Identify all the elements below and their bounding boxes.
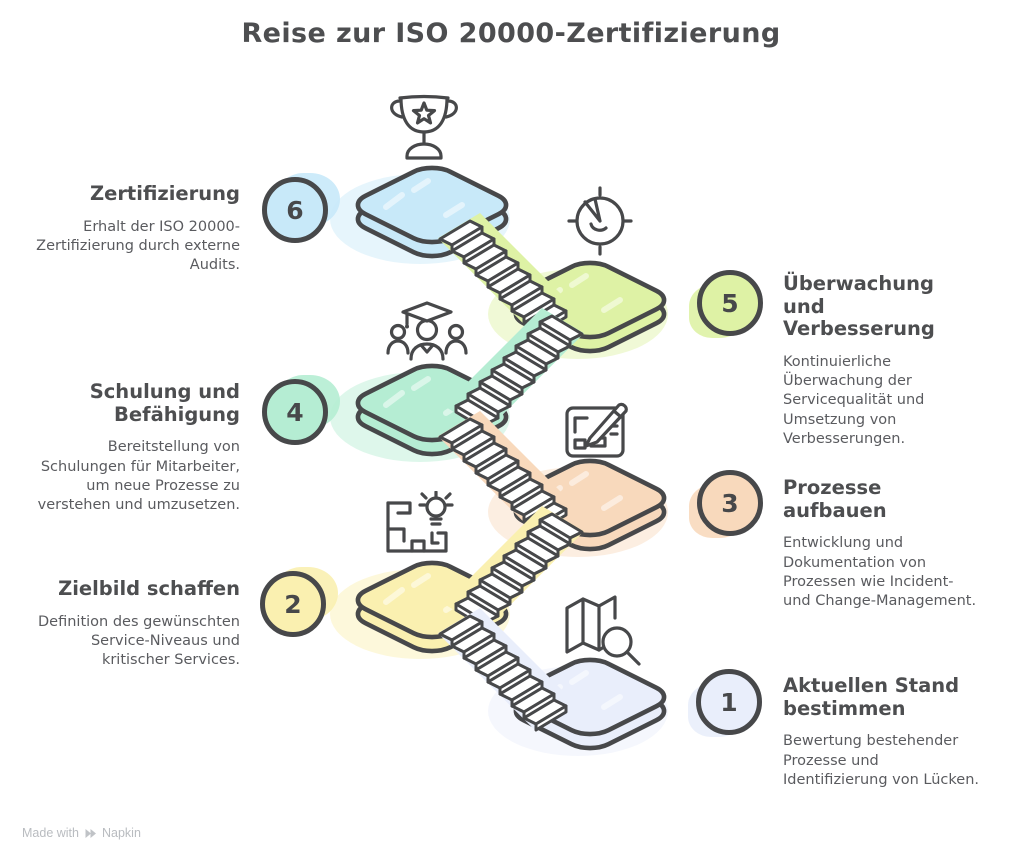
step-circle-1: 1: [696, 669, 762, 735]
napkin-logo-icon: [85, 828, 96, 838]
step-circle-5: 5: [697, 270, 763, 336]
step-title-5: Überwachung und Verbesserung: [783, 272, 935, 341]
graduation-people-icon: [385, 299, 469, 367]
step-circle-6: 6: [262, 177, 328, 243]
watermark-brand: Napkin: [101, 826, 141, 840]
step-title-3: Prozesse aufbauen: [783, 476, 887, 522]
step-circle-2: 2: [260, 571, 326, 637]
step-section-2: Zielbild schaffen Definition des gewünsc…: [35, 577, 240, 670]
step-title-4: Schulung und Befähigung: [89, 380, 240, 426]
step-section-1: Aktuellen Stand bestimmen Bewertung best…: [783, 674, 983, 790]
step-number-3: 3: [721, 488, 739, 518]
trophy-icon: [377, 92, 471, 168]
step-description-3: Entwicklung und Dokumentation von Prozes…: [783, 535, 977, 610]
step-section-6: Zertifizierung Erhalt der ISO 20000-Zert…: [35, 182, 240, 275]
step-description-6: Erhalt der ISO 20000-Zertifizierung durc…: [36, 218, 240, 274]
map-search-icon: [561, 590, 641, 674]
gauge-icon: [559, 184, 641, 262]
step-circle-4: 4: [262, 379, 328, 445]
step-description-5: Kontinuierliche Überwachung der Serviceq…: [783, 353, 925, 447]
step-title-6: Zertifizierung: [89, 182, 240, 205]
step-section-4: Schulung und Befähigung Bereitstellung v…: [35, 380, 240, 515]
blueprint-bulb-icon: [379, 490, 457, 567]
step-title-1: Aktuellen Stand bestimmen: [783, 674, 960, 720]
step-section-3: Prozesse aufbauen Entwicklung und Dokume…: [783, 476, 983, 611]
step-description-4: Bereitstellung von Schulungen für Mitarb…: [37, 439, 240, 514]
step-description-1: Bewertung bestehender Prozesse und Ident…: [783, 733, 979, 788]
page-title: Reise zur ISO 20000-Zertifizierung: [241, 18, 781, 49]
step-number-2: 2: [284, 589, 302, 619]
step-title-2: Zielbild schaffen: [58, 577, 240, 600]
step-number-5: 5: [721, 288, 739, 318]
staircase-graphic: [330, 80, 668, 756]
step-number-4: 4: [286, 397, 304, 427]
watermark-prefix: Made with: [22, 826, 79, 840]
step-number-1: 1: [720, 687, 738, 717]
blueprint-pencil-icon: [562, 392, 638, 466]
step-circle-3: 3: [697, 470, 763, 536]
step-number-6: 6: [286, 195, 304, 225]
watermark: Made with Napkin: [22, 826, 141, 840]
step-description-2: Definition des gewünschten Service-Nivea…: [38, 613, 240, 669]
step-section-5: Überwachung und Verbesserung Kontinuierl…: [783, 272, 983, 449]
